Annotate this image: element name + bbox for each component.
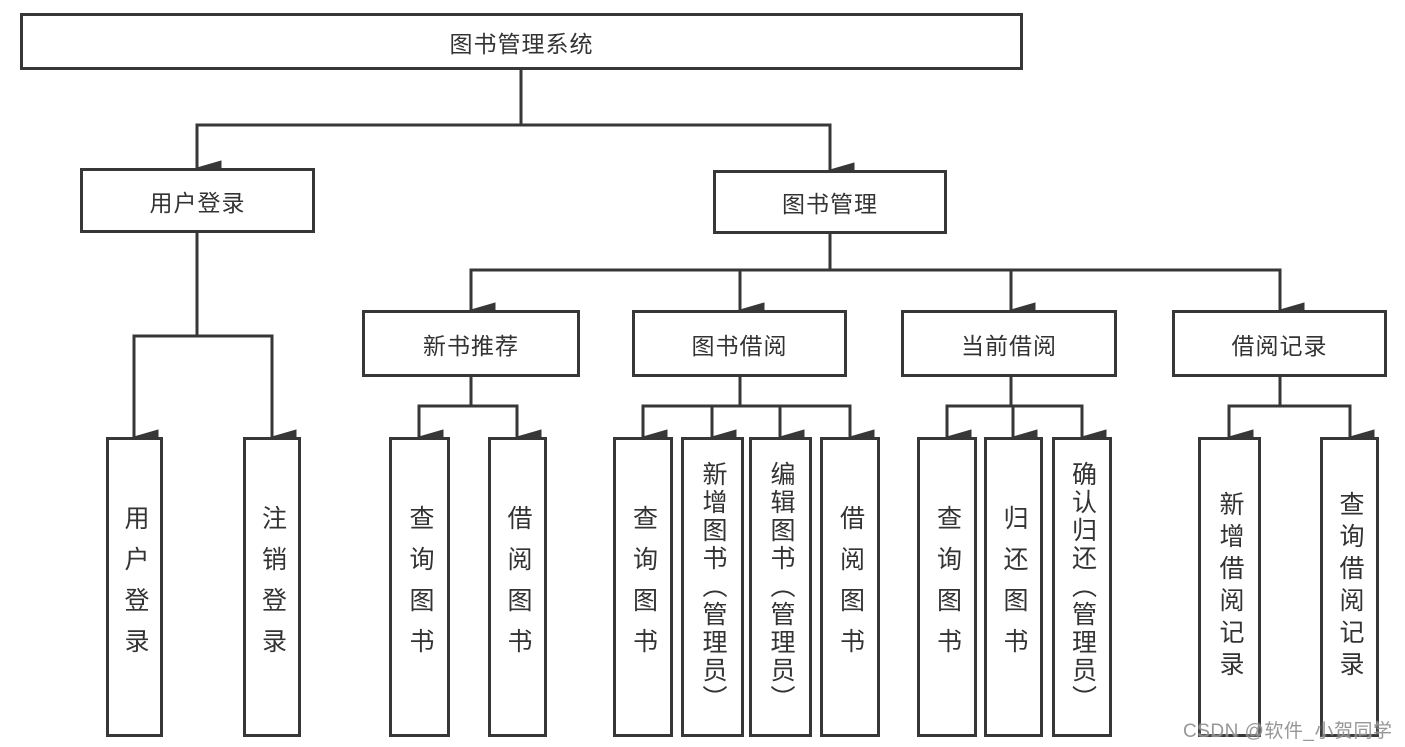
leaf-query-books-current: 查询图书 bbox=[917, 437, 977, 737]
edge-recommend-trunk bbox=[417, 375, 519, 408]
node-root-library-management-system: 图书管理系统 bbox=[20, 13, 1023, 70]
edge-book-mgmt-trunk bbox=[469, 232, 1282, 272]
node-user-login: 用户登录 bbox=[80, 168, 315, 233]
leaf-return-book: 归还图书 bbox=[984, 437, 1043, 737]
leaf-borrow-books-recommend: 借阅图书 bbox=[488, 437, 547, 737]
leaf-add-borrow-record: 新增借阅记录 bbox=[1198, 437, 1261, 737]
edge-records-trunk bbox=[1227, 375, 1352, 408]
leaf-edit-book-admin: 编辑图书（管理员） bbox=[749, 437, 812, 737]
leaf-add-book-admin: 新增图书（管理员） bbox=[681, 437, 744, 737]
edge-root-trunk bbox=[195, 68, 832, 127]
leaf-user-login: 用户登录 bbox=[106, 437, 163, 737]
csdn-watermark: CSDN @软件_小贺同学 bbox=[1183, 721, 1393, 742]
leaf-confirm-return-admin: 确认归还（管理员） bbox=[1052, 437, 1112, 737]
node-book-borrowing: 图书借阅 bbox=[632, 310, 847, 377]
leaf-query-books-borrowing: 查询图书 bbox=[613, 437, 673, 737]
node-new-book-recommendation: 新书推荐 bbox=[362, 310, 580, 377]
leaf-borrow-books-borrowing: 借阅图书 bbox=[820, 437, 880, 737]
edge-borrowing-trunk bbox=[641, 375, 852, 408]
leaf-logout: 注销登录 bbox=[243, 437, 301, 737]
leaf-query-borrow-record: 查询借阅记录 bbox=[1320, 437, 1379, 737]
edge-current-trunk bbox=[945, 375, 1084, 408]
node-borrowing-records: 借阅记录 bbox=[1172, 310, 1387, 377]
node-current-borrowing: 当前借阅 bbox=[901, 310, 1117, 377]
leaf-query-books-recommend: 查询图书 bbox=[389, 437, 450, 737]
edge-user-login-trunk bbox=[132, 231, 274, 338]
node-book-management: 图书管理 bbox=[713, 170, 947, 234]
